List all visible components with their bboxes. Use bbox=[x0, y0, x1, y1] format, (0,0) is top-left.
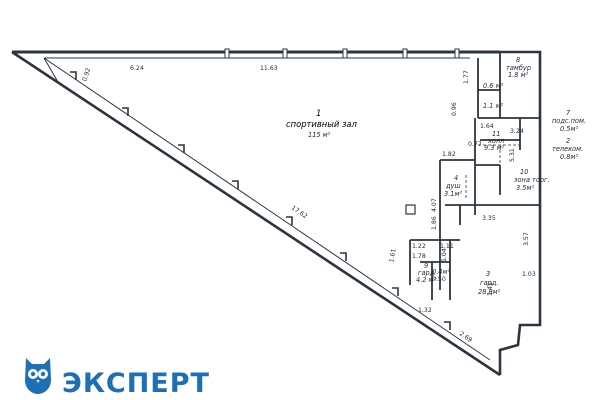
dim-v-141: 1.41 bbox=[487, 282, 494, 296]
room-name: гард. bbox=[418, 269, 436, 277]
dim-v-407: 4.07 bbox=[431, 198, 438, 212]
interior-walls bbox=[409, 52, 540, 300]
owl-icon bbox=[25, 358, 51, 394]
room-name: холл bbox=[487, 137, 505, 145]
pilaster bbox=[392, 287, 399, 296]
room-labels: 1 спортивный зал 115 м² 8 тамбур 1.8 м² … bbox=[286, 56, 586, 296]
dim-h-111: 1.11 bbox=[440, 243, 454, 250]
room-number: 3 bbox=[486, 270, 490, 278]
room-area: 3.1м² bbox=[444, 190, 462, 198]
pilaster bbox=[122, 107, 129, 116]
window bbox=[402, 48, 408, 59]
dim-v-161: 1.61 bbox=[388, 248, 397, 263]
dim-bottom-diag: 2.69 bbox=[458, 330, 473, 344]
dim-h-164: 1.64 bbox=[480, 123, 494, 130]
room-number: 4 bbox=[454, 174, 458, 182]
room-area: 0.6 м² bbox=[483, 82, 504, 90]
pilaster bbox=[232, 180, 239, 189]
window bbox=[282, 48, 288, 59]
room-area: 9.3 м² bbox=[484, 144, 505, 152]
room-area: 115 м² bbox=[308, 131, 331, 139]
window bbox=[224, 48, 230, 59]
room-area: 0.8м² bbox=[560, 153, 578, 161]
room-name: подс.пом. bbox=[552, 117, 586, 125]
dimension-labels: 6.24 11.63 0.92 17.62 2.69 1.77 0.96 1.6… bbox=[81, 65, 535, 344]
room-number: 1 bbox=[316, 108, 321, 118]
pilaster bbox=[444, 321, 451, 330]
room-name: телеком. bbox=[552, 145, 583, 153]
brand-logo-text: ЭКСПЕРТ bbox=[62, 368, 210, 399]
room-number: 8 bbox=[516, 56, 520, 64]
room-number: 10 bbox=[520, 168, 528, 176]
room-area: 28.8м² bbox=[478, 288, 501, 296]
dim-h-182: 1.82 bbox=[442, 151, 456, 158]
room-name: душ bbox=[445, 182, 461, 190]
pilaster bbox=[340, 252, 347, 261]
brand-logo bbox=[25, 358, 51, 394]
room-number: 7 bbox=[566, 109, 571, 117]
room-name: гард. bbox=[480, 279, 498, 287]
right-wall bbox=[498, 50, 542, 375]
column-fixture bbox=[405, 204, 416, 215]
dim-v-177: 1.77 bbox=[463, 70, 470, 84]
windows bbox=[224, 48, 460, 59]
room-number: 11 bbox=[492, 130, 500, 138]
dim-v-096: 0.96 bbox=[451, 102, 458, 116]
dim-v-104: 1.04 bbox=[441, 248, 448, 262]
diagonal-wall-inner bbox=[43, 57, 491, 361]
pilaster bbox=[286, 216, 293, 225]
dim-h-324: 3.24 bbox=[510, 128, 524, 135]
pilaster bbox=[178, 144, 185, 153]
room-area: 0.4м² bbox=[432, 268, 450, 276]
room-area: 3.5м² bbox=[516, 184, 534, 192]
dim-top-corner: 0.92 bbox=[81, 67, 92, 82]
room-area: 1.1 м² bbox=[483, 102, 504, 110]
room-area: 0.5м² bbox=[560, 125, 578, 133]
dim-top-left: 6.24 bbox=[130, 65, 144, 72]
pilaster bbox=[70, 71, 77, 80]
left-edge bbox=[43, 57, 59, 83]
dim-h-335: 3.35 bbox=[482, 215, 496, 222]
room-area: 4.2 м² bbox=[416, 276, 437, 284]
dim-v-357: 3.57 bbox=[523, 232, 530, 246]
outer-walls bbox=[11, 50, 542, 377]
dim-v-103: 1.03 bbox=[522, 271, 536, 278]
dim-top-main: 11.63 bbox=[260, 65, 278, 72]
dim-h-077: 0.77 bbox=[468, 141, 482, 148]
room-name: спортивный зал bbox=[286, 119, 358, 129]
dim-v-186: 1.86 bbox=[431, 216, 438, 230]
dim-h-050: 0.50 bbox=[432, 276, 446, 283]
dim-h-178: 1.78 bbox=[412, 253, 426, 260]
dim-v-531: 5.31 bbox=[509, 148, 516, 162]
diagonal-wall bbox=[11, 50, 501, 377]
window bbox=[342, 48, 348, 59]
room-name: зона торг. bbox=[514, 176, 550, 184]
room-area: 1.8 м² bbox=[508, 71, 529, 79]
pilasters bbox=[70, 71, 451, 330]
dim-h-122: 1.22 bbox=[412, 243, 426, 250]
dim-v-132: 1.32 bbox=[418, 307, 432, 314]
window bbox=[454, 48, 460, 59]
room-number: 2 bbox=[566, 137, 570, 145]
room-name: тамбур bbox=[506, 64, 531, 72]
room-number: 9 bbox=[424, 262, 428, 270]
dashed-lines bbox=[465, 144, 520, 200]
